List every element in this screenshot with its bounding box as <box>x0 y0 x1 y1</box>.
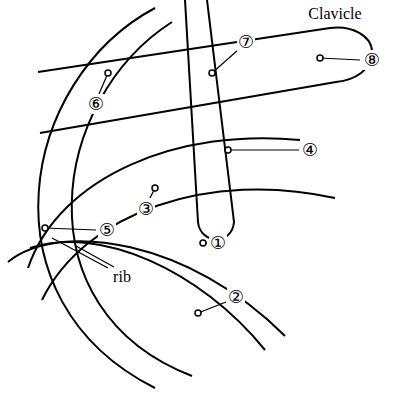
rib-arc <box>38 8 155 388</box>
rib-line <box>30 242 265 350</box>
callout-number: ① <box>209 233 227 253</box>
part-name: Clavicle <box>307 5 362 23</box>
callout-number: ⑧ <box>363 50 381 70</box>
leader-line <box>198 302 226 313</box>
point-dot <box>152 185 158 191</box>
leader-line <box>320 58 360 60</box>
rib-line <box>42 189 335 300</box>
rib-arc <box>72 22 192 376</box>
leader-line <box>212 50 238 73</box>
callout-number: ④ <box>301 140 319 160</box>
callout-number: ⑥ <box>87 94 105 114</box>
point-dot <box>195 310 201 316</box>
point-dot <box>42 225 48 231</box>
part-name: rib <box>112 268 132 286</box>
callout-number: ⑦ <box>237 32 255 52</box>
leader-line <box>228 149 299 150</box>
rib-line <box>8 241 285 336</box>
point-dot <box>209 70 215 76</box>
point-dot <box>225 147 231 153</box>
leader-line <box>76 246 114 267</box>
vertical-structure <box>185 0 234 239</box>
clavicle-outline <box>38 28 372 133</box>
callout-number: ⑤ <box>98 220 116 240</box>
callout-number: ③ <box>137 199 155 219</box>
point-dot <box>200 240 206 246</box>
point-dot <box>317 55 323 61</box>
callout-number: ② <box>227 287 245 307</box>
leader-line <box>52 238 108 268</box>
point-dot <box>105 70 111 76</box>
leader-line <box>45 228 96 230</box>
